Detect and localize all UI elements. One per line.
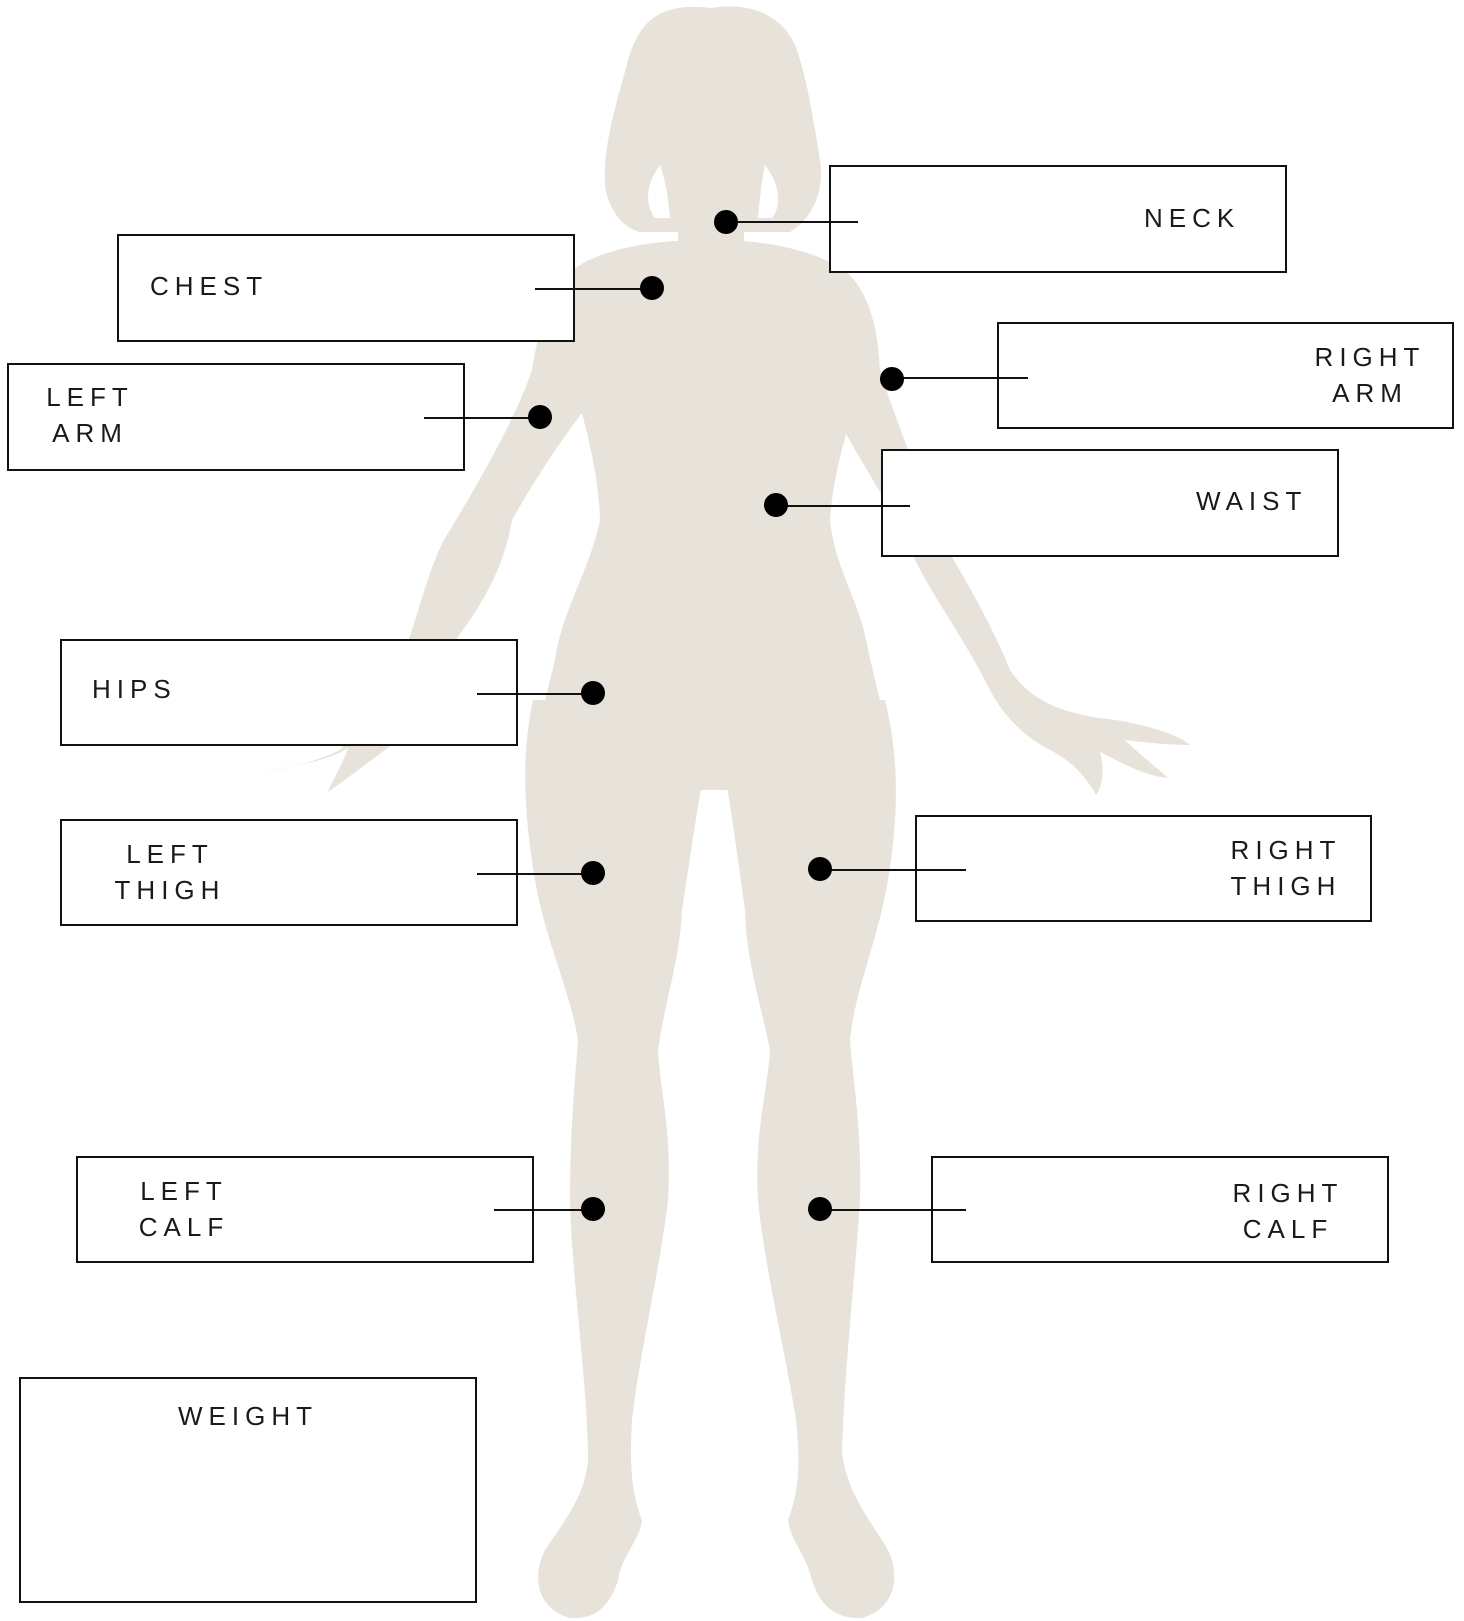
left-thigh-leader: [477, 873, 592, 875]
right-calf-leader: [830, 1209, 966, 1211]
hips-marker: [581, 681, 605, 705]
hips-label: HIPS: [92, 671, 177, 707]
right-thigh-label: RIGHT THIGH: [1216, 832, 1356, 904]
right-leg-shape: [712, 700, 896, 1618]
neck-leader: [726, 221, 858, 223]
left-thigh-marker: [581, 861, 605, 885]
left-thigh-label: LEFT THIGH: [100, 836, 240, 908]
right-arm-leader: [898, 377, 1028, 379]
right-calf-label: RIGHT CALF: [1218, 1175, 1358, 1247]
left-calf-label: LEFT CALF: [114, 1173, 254, 1245]
neck-marker: [714, 210, 738, 234]
left-arm-marker: [528, 405, 552, 429]
waist-leader: [777, 505, 910, 507]
weight-label: WEIGHT: [19, 1398, 477, 1434]
chest-leader: [535, 288, 650, 290]
left-leg-shape: [525, 700, 718, 1618]
right-calf-marker: [808, 1197, 832, 1221]
left-calf-leader: [494, 1209, 592, 1211]
chest-marker: [640, 276, 664, 300]
waist-marker: [764, 493, 788, 517]
hips-leader: [477, 693, 592, 695]
left-calf-marker: [581, 1197, 605, 1221]
neck-label: NECK: [1144, 200, 1240, 236]
right-arm-label: RIGHT ARM: [1300, 339, 1440, 411]
right-thigh-leader: [830, 869, 966, 871]
right-arm-marker: [880, 367, 904, 391]
waist-label: WAIST: [1196, 483, 1307, 519]
left-arm-leader: [424, 417, 540, 419]
chest-label: CHEST: [150, 268, 268, 304]
right-thigh-marker: [808, 857, 832, 881]
left-arm-label: LEFT ARM: [30, 379, 150, 451]
